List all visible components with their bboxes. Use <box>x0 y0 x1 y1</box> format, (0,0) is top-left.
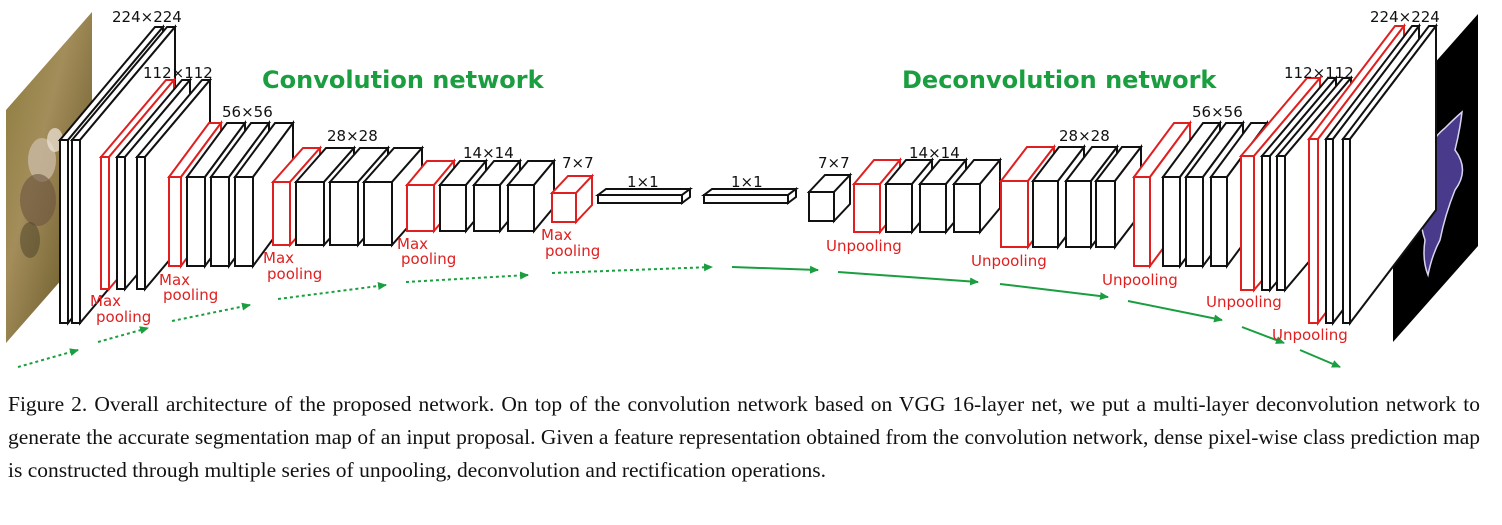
network-architecture-diagram: Convolution network Deconvolution networ… <box>6 8 1478 368</box>
maxpool-label: Max <box>541 226 572 244</box>
feature-map-block <box>1340 23 1439 326</box>
dim-label: 28×28 <box>1059 127 1110 145</box>
pool-layer-block <box>549 173 595 225</box>
feature-map-block <box>951 157 1003 235</box>
unpool-label: Unpooling <box>826 237 902 255</box>
flow-arrows <box>17 263 1341 368</box>
title-deconv: Deconvolution network <box>902 66 1217 94</box>
decoder-flow-arrow <box>1127 300 1223 323</box>
unpool-label: Unpooling <box>1206 293 1282 311</box>
dim-label: 7×7 <box>562 154 594 172</box>
decoder-flow-arrow <box>1299 349 1341 368</box>
encoder-flow-arrow <box>405 271 529 283</box>
feature-map-block <box>806 172 853 224</box>
dim-label: 7×7 <box>818 154 850 172</box>
maxpool-label: pooling <box>96 308 151 326</box>
dim-label: 1×1 <box>627 173 659 191</box>
decoder-flow-arrow <box>1241 326 1285 344</box>
maxpool-label: pooling <box>267 265 322 283</box>
dim-label: 14×14 <box>909 144 960 162</box>
decoder-flow-arrow <box>731 265 819 274</box>
dim-label: 224×224 <box>1370 8 1440 26</box>
encoder-flow-arrow <box>97 326 149 343</box>
encoder-flow-arrow <box>277 282 387 300</box>
dim-label: 14×14 <box>463 144 514 162</box>
dim-label: 112×112 <box>1284 64 1354 82</box>
feature-map-block <box>1093 144 1144 250</box>
dim-label: 1×1 <box>731 173 763 191</box>
dim-label: 224×224 <box>112 8 182 26</box>
maxpool-label: Max <box>263 249 294 267</box>
maxpool-label: Max <box>159 271 190 289</box>
maxpool-label: Max <box>90 292 121 310</box>
title-conv: Convolution network <box>262 66 545 94</box>
decoder-flow-arrow <box>999 283 1109 301</box>
feature-map-block <box>595 187 693 205</box>
decoder-flow-arrow <box>837 271 979 286</box>
layer-blocks <box>57 23 1439 326</box>
encoder-flow-arrow <box>551 263 713 274</box>
dim-label: 56×56 <box>222 103 273 121</box>
feature-map-block <box>701 187 799 205</box>
figure-caption: Figure 2. Overall architecture of the pr… <box>8 392 1480 482</box>
maxpool-label: pooling <box>401 250 456 268</box>
dim-label: 56×56 <box>1192 103 1243 121</box>
maxpool-label: Max <box>397 235 428 253</box>
unpool-label: Unpooling <box>1272 326 1348 344</box>
encoder-flow-arrow <box>171 302 251 322</box>
dim-label: 112×112 <box>143 64 213 82</box>
unpool-label: Unpooling <box>1102 271 1178 289</box>
dim-label: 28×28 <box>327 127 378 145</box>
encoder-flow-arrow <box>17 348 79 368</box>
maxpool-label: pooling <box>163 286 218 304</box>
maxpool-label: pooling <box>545 242 600 260</box>
unpool-label: Unpooling <box>971 252 1047 270</box>
